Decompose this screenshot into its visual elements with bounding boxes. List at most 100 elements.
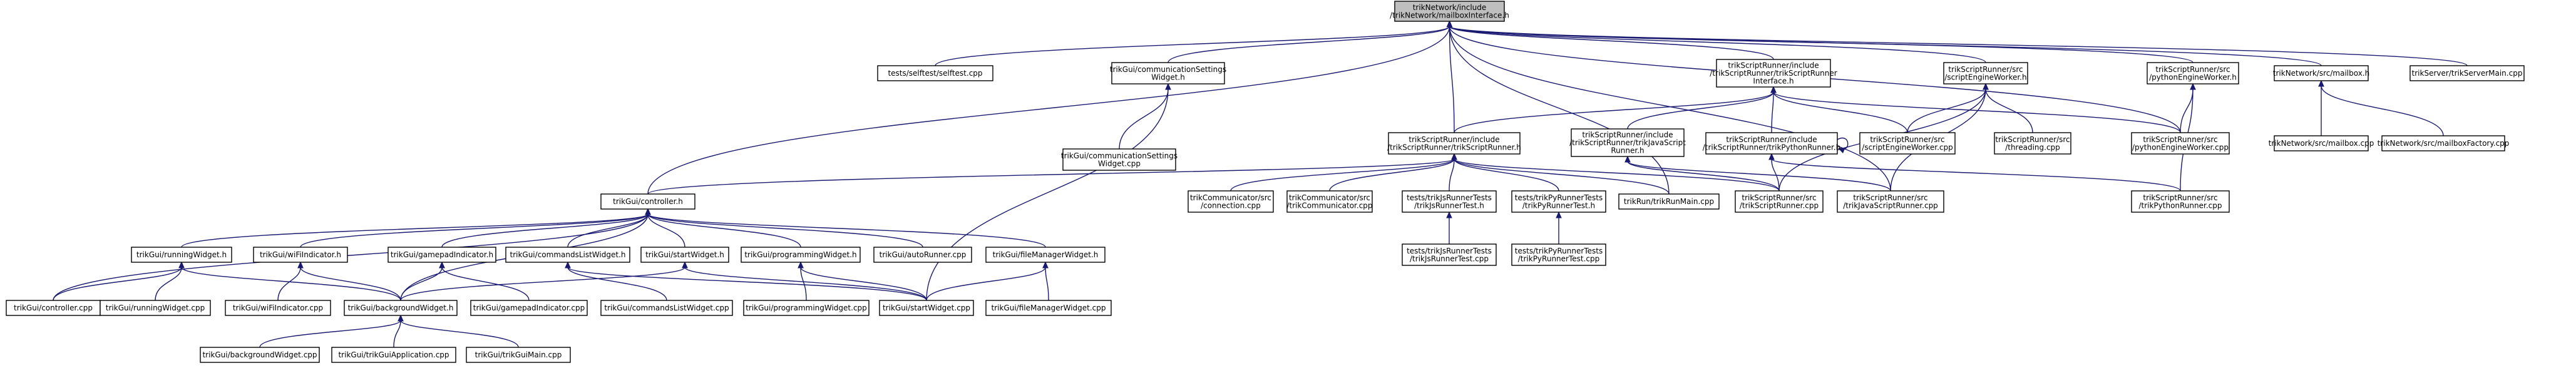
node-label-line: /pythonEngineWorker.h [2149, 73, 2237, 81]
edge-server-main-to-root [1446, 20, 2468, 66]
node-gui-app[interactable]: trikGui/trikGuiApplication.cpp [331, 347, 456, 363]
edge-start-h-to-controller-h [645, 208, 685, 248]
node-box [1511, 243, 1606, 266]
node-programming-h[interactable]: trikGui/programmingWidget.h [741, 247, 861, 263]
node-label-line: trikScriptRunner/src [1995, 135, 2070, 144]
node-auto-runner[interactable]: trikGui/autoRunner.cpp [873, 247, 972, 263]
node-box [1394, 1, 1505, 22]
node-label-line: trikScriptRunner/src [1948, 65, 2023, 74]
edge-line [926, 88, 1169, 301]
node-gui-main[interactable]: trikGui/trikGuiMain.cpp [466, 347, 571, 363]
node-sew-h[interactable]: trikScriptRunner/src/scriptEngineWorker.… [1943, 62, 2028, 84]
node-selftest[interactable]: tests/selftest/selftest.cpp [877, 65, 993, 81]
node-label-line: /pythonEngineWorker.cpp [2132, 143, 2229, 151]
node-start-h[interactable]: trikGui/startWidget.h [640, 247, 729, 263]
node-sr-h[interactable]: trikScriptRunner/include/trikScriptRunne… [1387, 132, 1521, 155]
edge-mailbox-cpp-to-mailbox-h [2318, 79, 2324, 136]
node-server-main[interactable]: trikServer/trikServerMain.cpp [2409, 65, 2525, 81]
node-comm-conn[interactable]: trikCommunicator/src/connection.cpp [1188, 190, 1274, 213]
edge-line [647, 26, 1450, 195]
node-box [1859, 132, 1956, 155]
edge-mailbox-factory-to-mailbox-h [2318, 79, 2444, 136]
node-label-line: /trikPythonRunner.cpp [2138, 201, 2222, 210]
node-mailbox-h[interactable]: trikNetwork/src/mailbox.h [2273, 65, 2369, 81]
edge-line [1119, 88, 1169, 150]
arrowhead [1624, 155, 1631, 163]
node-sew-cpp[interactable]: trikScriptRunner/src/scriptEngineWorker.… [1859, 132, 1956, 155]
node-box [470, 300, 588, 316]
node-controller-h[interactable]: trikGui/controller.h [600, 193, 695, 210]
arrowhead [1837, 148, 1845, 153]
node-mailbox-factory[interactable]: trikNetwork/src/mailboxFactory.cpp [2378, 135, 2510, 151]
edge-line [300, 267, 401, 301]
node-label-line: trikCommunicator/src [1289, 193, 1370, 202]
node-threading[interactable]: trikScriptRunner/src/threading.cpp [1994, 132, 2071, 155]
node-background-cpp[interactable]: trikGui/backgroundWidget.cpp [200, 347, 320, 363]
node-js-runner-h[interactable]: trikScriptRunner/include/trikScriptRunne… [1569, 128, 1686, 157]
node-label-line: trikGui/fileManagerWidget.h [993, 250, 1099, 259]
node-wifi-cpp[interactable]: trikGui/wiFiIndicator.cpp [225, 300, 331, 316]
node-running-h[interactable]: trikGui/runningWidget.h [131, 247, 232, 263]
node-js-runner-cpp[interactable]: trikScriptRunner/src/trikJavaScriptRunne… [1837, 190, 1944, 213]
node-label-line: /connection.cpp [1201, 201, 1261, 210]
node-controller-cpp[interactable]: trikGui/controller.cpp [6, 300, 101, 316]
node-label-line: trikGui/programmingWidget.h [744, 250, 856, 259]
node-commands-h[interactable]: trikGui/commandsListWidget.h [505, 247, 630, 263]
node-box [1286, 190, 1373, 213]
node-box [2274, 65, 2369, 81]
node-label-line: /threading.cpp [2005, 143, 2060, 151]
node-box [225, 300, 331, 316]
edge-layer [53, 20, 2468, 348]
node-file-manager-h[interactable]: trikGui/fileManagerWidget.h [985, 247, 1106, 263]
arrowhead [798, 261, 804, 268]
edge-py-test-h-to-sr-h [1451, 153, 1559, 192]
node-py-runner-cpp[interactable]: trikScriptRunner/src/trikPythonRunner.cp… [2131, 190, 2230, 213]
node-box [2131, 190, 2230, 213]
node-programming-cpp[interactable]: trikGui/programmingWidget.cpp [743, 300, 870, 316]
node-run-main[interactable]: trikRun/trikRunMain.cpp [1618, 193, 1720, 210]
node-label-line: /trikScriptRunner.cpp [1740, 201, 1819, 210]
arrowhead [1165, 83, 1171, 90]
node-box [640, 247, 729, 263]
node-py-test-h[interactable]: tests/trikPyRunnerTests/trikPyRunnerTest… [1511, 190, 1606, 213]
node-pew-cpp[interactable]: trikScriptRunner/src/pythonEngineWorker.… [2131, 132, 2230, 155]
edge-auto-runner-to-controller-h [645, 208, 923, 248]
node-label-line: trikGui/backgroundWidget.cpp [202, 350, 317, 359]
node-commands-cpp[interactable]: trikGui/commandsListWidget.cpp [600, 300, 733, 316]
node-mailbox-cpp[interactable]: trikNetwork/src/mailbox.cpp [2269, 135, 2374, 151]
node-label-line: /trikJsRunnerTest.cpp [1410, 254, 1489, 263]
node-label-line: tests/trikJsRunnerTests [1407, 193, 1492, 202]
node-sr-iface[interactable]: trikScriptRunner/include/trikScriptRunne… [1710, 59, 1837, 88]
node-box [600, 193, 695, 210]
node-comm-comm[interactable]: trikCommunicator/src/trikCommunicator.cp… [1286, 190, 1373, 213]
edge-running-h-to-controller-h [181, 208, 651, 248]
edge-background-h-to-gamepad-h [400, 261, 445, 301]
node-label-line: /trikPyRunnerTest.cpp [1518, 254, 1600, 263]
node-gamepad-cpp[interactable]: trikGui/gamepadIndicator.cpp [470, 300, 588, 316]
node-box [741, 247, 861, 263]
edge-line [1449, 26, 1986, 63]
node-wifi-h[interactable]: trikGui/wiFiIndicator.h [253, 247, 348, 263]
node-py-runner-h[interactable]: trikScriptRunner/include/trikScriptRunne… [1703, 132, 1841, 155]
node-box [505, 247, 630, 263]
node-js-test-cpp[interactable]: tests/trikJsRunnerTests/trikJsRunnerTest… [1402, 243, 1497, 266]
node-background-h[interactable]: trikGui/backgroundWidget.h [344, 300, 458, 316]
node-box [387, 247, 496, 263]
node-js-test-h[interactable]: tests/trikJsRunnerTests/trikJsRunnerTest… [1402, 190, 1497, 213]
edge-line [2321, 85, 2444, 136]
node-running-cpp[interactable]: trikGui/runningWidget.cpp [100, 300, 211, 316]
node-pew-h[interactable]: trikScriptRunner/src/pythonEngineWorker.… [2147, 62, 2239, 84]
node-box [253, 247, 348, 263]
node-file-manager-cpp[interactable]: trikGui/fileManagerWidget.cpp [985, 300, 1112, 316]
edge-controller-cpp-to-running-h [53, 261, 185, 301]
node-label-line: trikCommunicator/src [1190, 193, 1271, 202]
node-gamepad-h[interactable]: trikGui/gamepadIndicator.h [387, 247, 496, 263]
node-label-line: trikGui/controller.h [613, 197, 683, 206]
node-sr-cpp[interactable]: trikScriptRunner/src/trikScriptRunner.cp… [1735, 190, 1824, 213]
node-start-cpp[interactable]: trikGui/startWidget.cpp [879, 300, 974, 316]
node-box [877, 65, 993, 81]
edge-line [800, 267, 927, 301]
node-py-test-cpp[interactable]: tests/trikPyRunnerTests/trikPyRunnerTest… [1511, 243, 1606, 266]
